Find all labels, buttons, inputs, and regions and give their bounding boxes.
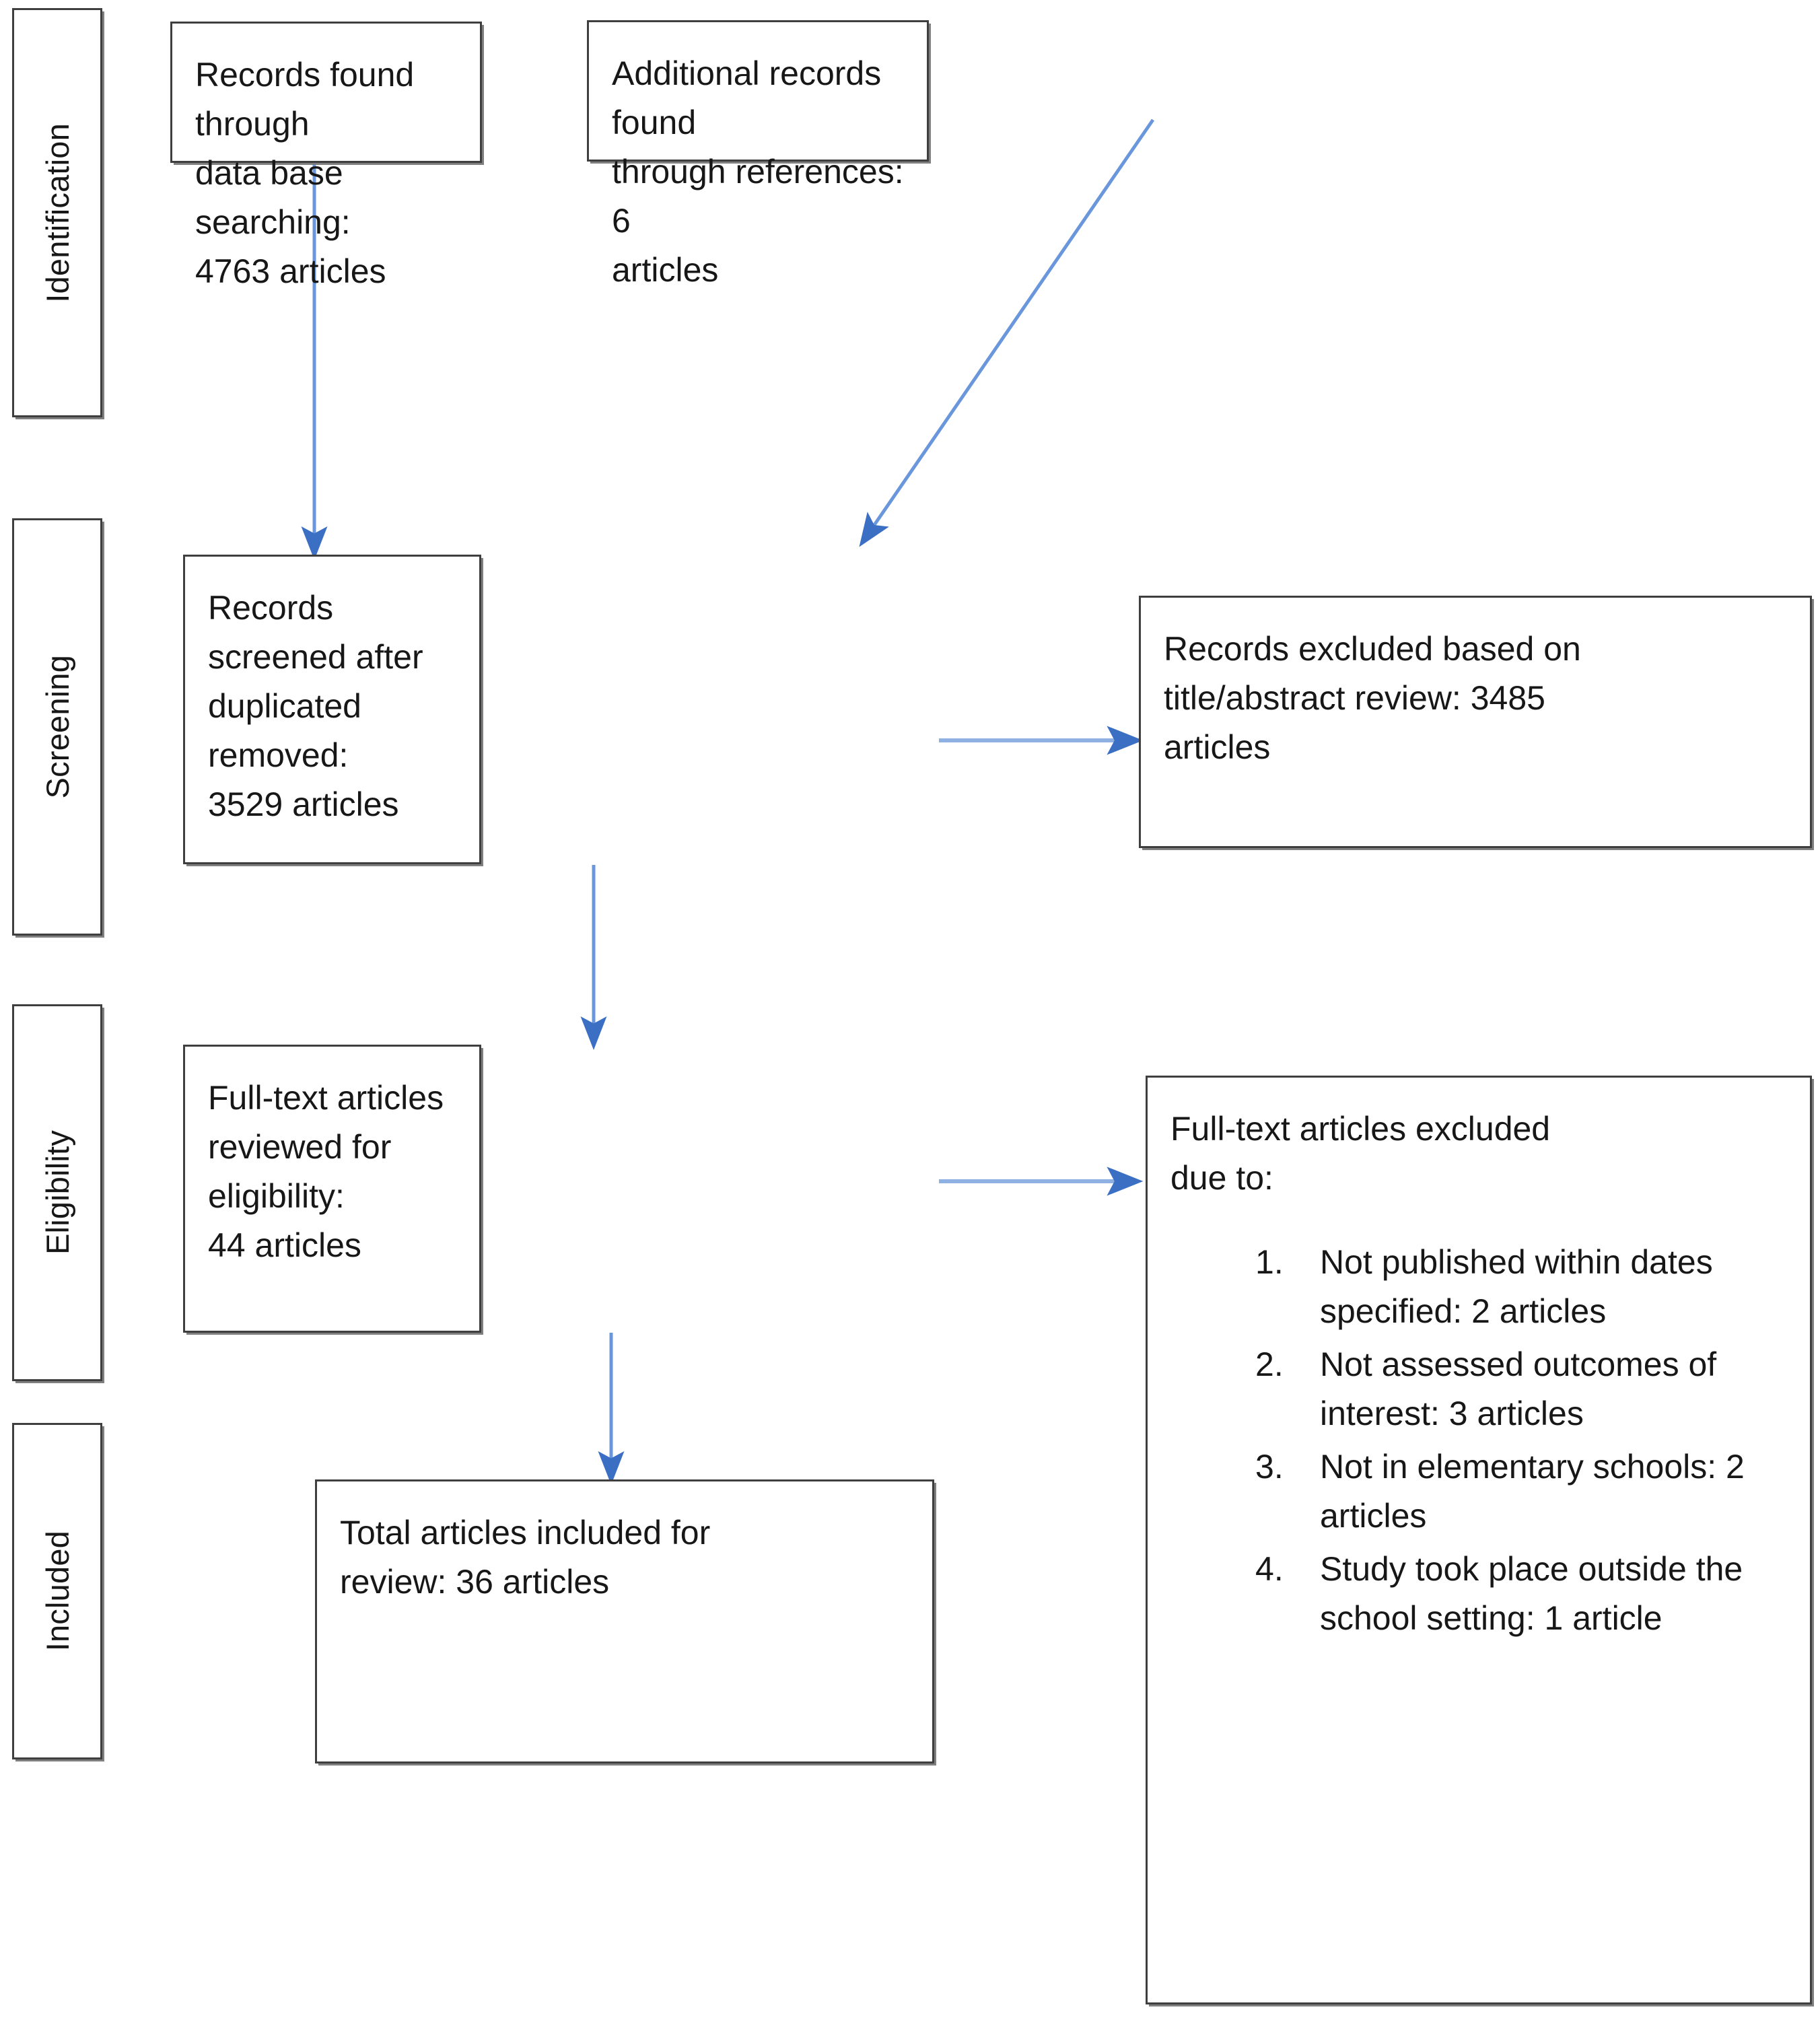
screened-records-line-2: duplicated removed: [208, 687, 361, 774]
exclusion-reason-item: Study took place outside the school sett… [1255, 1545, 1743, 1637]
database-records-line-1: Records found through [195, 56, 415, 143]
exclusion-reason-item: Not published within dates specified: 2 … [1255, 1238, 1713, 1330]
excluded-title-abstract-line-2: title/abstract review: 3485 [1164, 679, 1545, 717]
database-records-line-2: data base searching: [195, 154, 351, 241]
box-excluded-title-abstract: Records excluded based on title/abstract… [1139, 596, 1812, 848]
stage-box-identification: Identification [12, 8, 102, 417]
box-database-records: Records found through data base searchin… [170, 22, 482, 290]
excluded-title-abstract-line-1: Records excluded based on [1164, 630, 1581, 668]
screened-records-line-1: Records screened after [208, 589, 423, 676]
total-included-line-1: Total articles included for [340, 1514, 711, 1551]
reference-records-line-2: through references: 6 [612, 153, 904, 240]
reference-records-line-3: articles [612, 251, 719, 289]
arrow-references-to-screened [859, 118, 1155, 547]
exclusion-reason-item: Not in elementary schools: 2 articles [1255, 1442, 1745, 1535]
stage-box-included: Included [12, 1423, 102, 1759]
fulltext-reviewed-line-2: reviewed for eligibility: [208, 1128, 392, 1215]
fulltext-reviewed-line-1: Full-text articles [208, 1079, 444, 1117]
excluded-title-abstract-line-3: articles [1164, 728, 1271, 766]
database-records-line-3: 4763 articles [195, 252, 386, 290]
box-fulltext-excluded: Full-text articles excluded due to: Not … [1146, 1076, 1812, 2004]
box-total-included: Total articles included for review: 36 a… [315, 1479, 934, 1763]
total-included-line-2: review: 36 articles [340, 1563, 610, 1601]
fulltext-excluded-line-1: Full-text articles excluded [1170, 1110, 1551, 1148]
box-reference-records: Additional records found through referen… [587, 20, 929, 289]
reference-records-line-1: Additional records found [612, 55, 882, 141]
box-screened-records: Records screened after duplicated remove… [183, 555, 481, 864]
stage-label-screening: Screening [39, 655, 75, 799]
stage-box-eligibility: Eligibility [12, 1004, 102, 1381]
stage-label-eligibility: Eligibility [39, 1130, 75, 1255]
stage-label-identification: Identification [39, 123, 75, 303]
box-fulltext-reviewed: Full-text articles reviewed for eligibil… [183, 1045, 481, 1333]
fulltext-reviewed-line-3: 44 articles [208, 1226, 361, 1264]
exclusion-reason-item: Not assessed outcomes of interest: 3 art… [1255, 1340, 1717, 1432]
stage-box-screening: Screening [12, 518, 102, 936]
stage-label-included: Included [39, 1531, 75, 1652]
fulltext-exclusion-reason-list: Not published within dates specified: 2 … [1170, 1238, 1787, 1643]
screened-records-line-3: 3529 articles [208, 785, 399, 823]
fulltext-excluded-line-2: due to: [1170, 1159, 1273, 1197]
